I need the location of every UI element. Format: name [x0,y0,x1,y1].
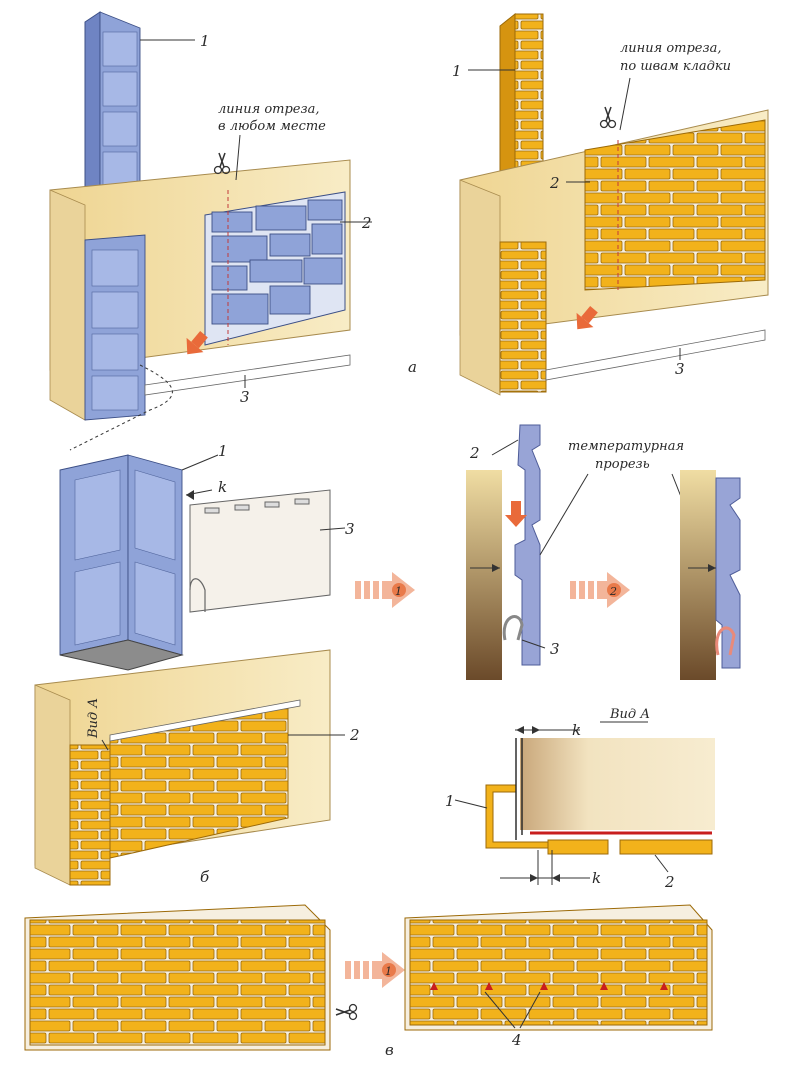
corner-detail: 1 k 3 [59,364,355,671]
label-3-detail: 3 [345,520,355,538]
step-1-number: 1 [395,585,402,598]
step-2-number: 2 [609,585,617,598]
corner-element-blue [84,11,141,201]
thermal-slot-label-1: температурная [568,439,684,454]
section-wall [680,470,716,680]
stone-panel-blue [204,191,346,346]
step-1-number-v: 1 [385,965,392,978]
panel-profile-installed [715,477,741,669]
cut-line-label-1: линия отреза, [218,102,319,117]
panel-profile [514,424,541,666]
scissors-icon [213,152,231,175]
label-2-view-a: 2 [664,873,675,891]
view-a-wall [520,738,715,830]
section-a-label: а [408,358,417,376]
cut-seams-label-1: линия отреза, [620,41,721,56]
label-2-a-right: 2 [549,174,560,192]
panel-a-left: 1 2 [49,11,417,421]
step-arrow-icon: 1 [355,572,415,608]
brick-panel [584,119,766,291]
brick-corner-element [499,12,544,179]
installed-brick-corner [499,241,547,393]
label-4: 4 [511,1031,522,1049]
label-2-b: 2 [349,726,360,744]
panel-v: 1 4 в [24,904,713,1059]
k-label-top: k [572,721,581,739]
cut-line-label-2: в любом месте [218,119,326,134]
step-arrow-icon: 2 [570,572,630,608]
label-1-a-right: 1 [452,62,462,80]
scissors-icon [599,106,617,129]
cross-section-1: 2 3 температурная прорезь [466,424,721,680]
section-b-label: б [200,868,210,886]
k-label-detail: k [218,478,227,496]
installed-brick-corner [69,744,111,886]
cross-section-2 [680,470,741,680]
label-1-detail: 1 [218,442,228,460]
section-v-label: в [385,1041,394,1059]
view-a-label-b: Вид А [86,698,101,739]
panel-a-right: 1 линия отреза, по швам кладки 2 3 [452,12,769,396]
starter-strip [545,329,766,381]
view-a-title: Вид А [609,707,650,722]
view-a-detail: Вид А k k 1 2 [445,707,715,891]
brick-panel-before [29,919,326,1046]
brick-panel-after [409,919,708,1026]
label-3-section: 3 [550,640,560,658]
cut-seams-label-2: по швам кладки [620,59,731,74]
label-3-a-left: 3 [240,388,250,406]
label-3-a-right: 3 [675,360,685,378]
starter-profile-detail [189,489,331,613]
installed-corner-blue [84,234,146,421]
arrow-down-icon [505,501,527,527]
step-arrow-icon: 1 [345,952,405,988]
starter-strip [144,354,351,396]
label-2-section: 2 [469,444,480,462]
section-wall [466,470,502,680]
thermal-slot-label-2: прорезь [595,457,650,472]
label-2-a-left: 2 [361,214,372,232]
scissors-icon [335,1003,358,1021]
panel-b: Вид А 2 б [34,649,360,886]
k-label-bottom: k [592,869,601,887]
label-1-a-left: 1 [200,32,210,50]
label-1-view-a: 1 [445,792,455,810]
